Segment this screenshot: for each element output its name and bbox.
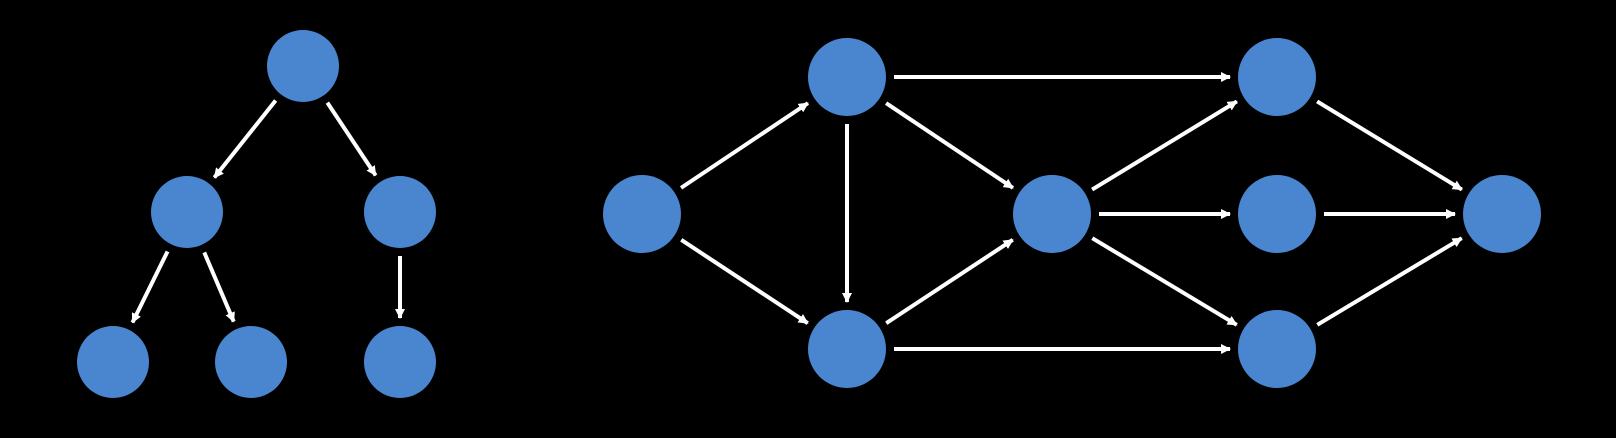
tree-edges bbox=[130, 99, 405, 324]
tree-diagram bbox=[77, 30, 436, 398]
dag-nodes bbox=[603, 38, 1541, 388]
edge-lower-to-middle bbox=[885, 238, 1014, 325]
edge-middle-to-top-right bbox=[1091, 99, 1238, 192]
node-top-right bbox=[1238, 38, 1316, 116]
edge-middle-to-bottom-right bbox=[1091, 236, 1238, 327]
edge-upper-to-middle bbox=[884, 101, 1015, 190]
node-left bbox=[151, 176, 223, 248]
node-sink bbox=[1463, 175, 1541, 253]
node-left-right bbox=[215, 326, 287, 398]
edge-source-to-lower bbox=[680, 238, 809, 325]
node-center-right bbox=[1238, 175, 1316, 253]
node-middle bbox=[1013, 175, 1091, 253]
node-right bbox=[364, 176, 436, 248]
edge-source-to-upper bbox=[679, 101, 810, 190]
node-lower bbox=[808, 310, 886, 388]
node-right-child bbox=[364, 326, 436, 398]
node-source bbox=[603, 175, 681, 253]
node-upper bbox=[808, 38, 886, 116]
node-bottom-right bbox=[1238, 310, 1316, 388]
node-root bbox=[267, 30, 339, 102]
edge-root-to-left bbox=[212, 99, 278, 179]
edge-bottom-right-to-sink bbox=[1316, 236, 1463, 327]
node-left-left bbox=[77, 326, 149, 398]
dag-edges bbox=[679, 72, 1463, 354]
edge-left-to-left-right bbox=[202, 251, 236, 323]
edge-left-to-left-left bbox=[130, 250, 170, 324]
tree-nodes bbox=[77, 30, 436, 398]
edge-root-to-right bbox=[325, 101, 378, 177]
edge-top-right-to-sink bbox=[1316, 99, 1463, 192]
dag-diagram bbox=[603, 38, 1541, 388]
